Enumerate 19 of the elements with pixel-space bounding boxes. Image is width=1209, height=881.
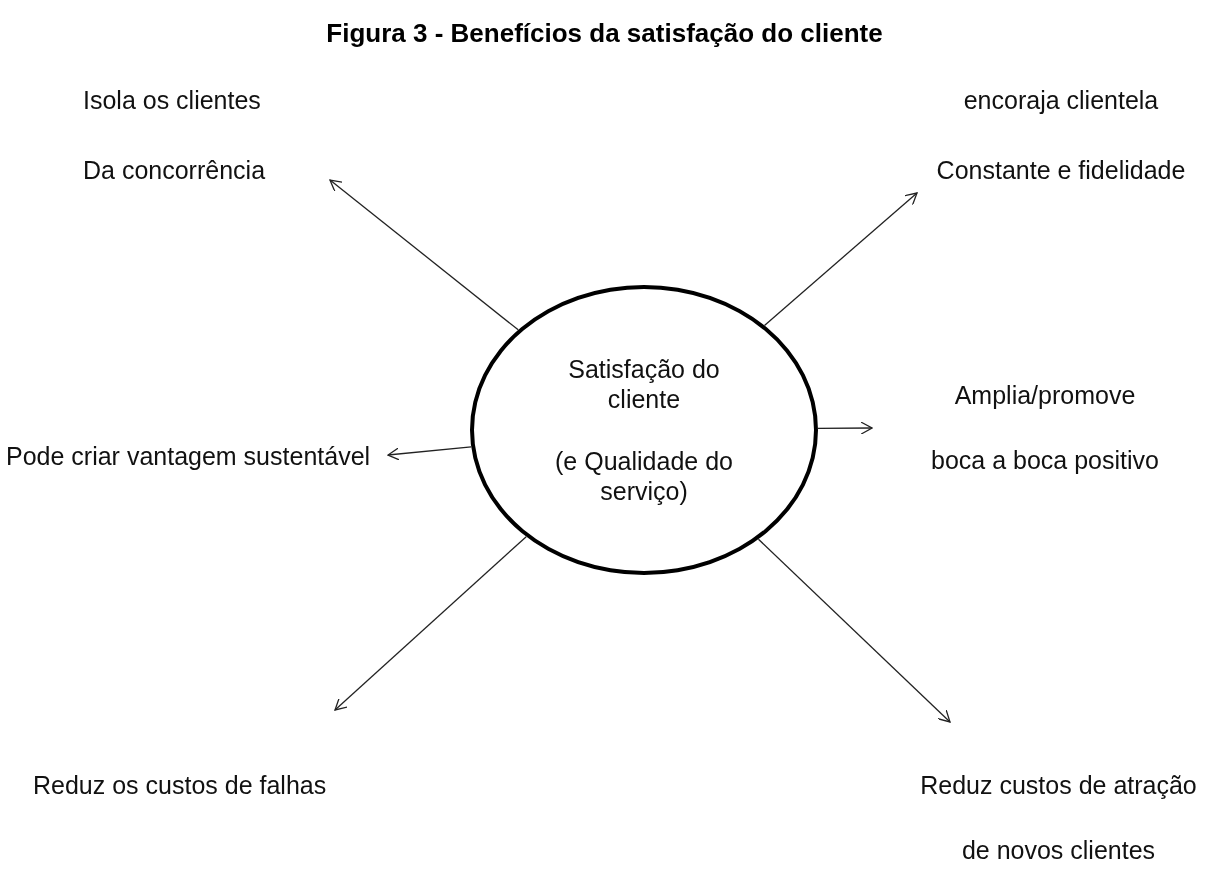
node-label: Constante e fidelidade xyxy=(936,155,1186,185)
node-label: Satisfação do cliente xyxy=(567,354,721,414)
arrow xyxy=(387,446,472,461)
arrow xyxy=(757,538,951,723)
node-label: Amplia/promove xyxy=(954,380,1136,410)
node-label: de novos clientes xyxy=(961,835,1156,865)
arrow xyxy=(817,421,873,435)
node-label: boca a boca positivo xyxy=(931,445,1159,475)
node-label: Da concorrência xyxy=(83,155,266,185)
node-label: Isola os clientes xyxy=(83,85,261,115)
node-label: Reduz os custos de falhas xyxy=(33,770,327,800)
figure-title: Figura 3 - Benefícios da satisfação do cliente xyxy=(325,18,884,49)
node-label: Pode criar vantagem sustentável xyxy=(6,441,371,471)
arrow xyxy=(329,179,519,331)
arrow xyxy=(334,536,527,711)
node-label: encoraja clientela xyxy=(963,85,1159,115)
node-label: (e Qualidade do serviço) xyxy=(554,446,734,506)
arrow xyxy=(763,192,918,327)
node-label: Reduz custos de atração xyxy=(920,770,1197,800)
